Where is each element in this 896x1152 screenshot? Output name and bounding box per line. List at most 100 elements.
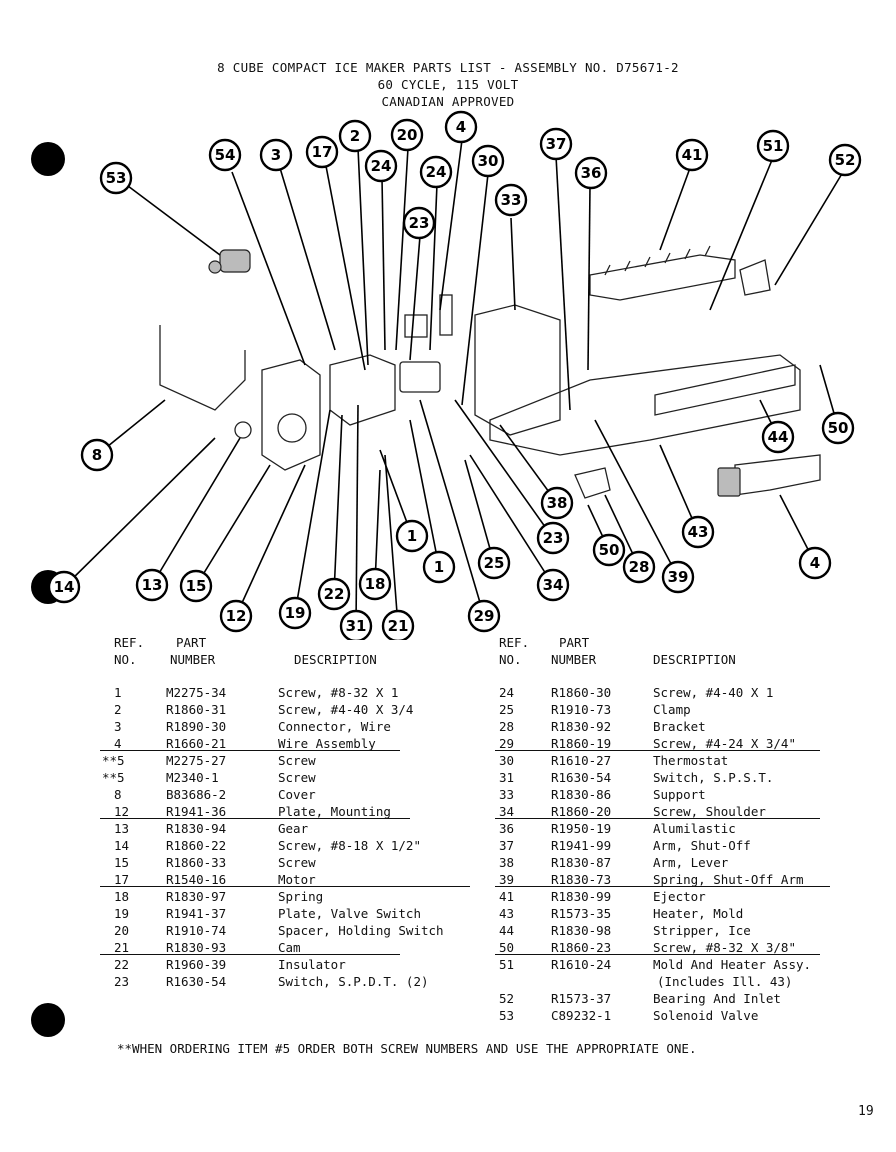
row-part-number: R1630-54 (166, 974, 227, 989)
row-part-number: M2275-27 (166, 753, 227, 768)
row-ref: 33 (499, 787, 515, 802)
right-rule-2 (495, 818, 820, 819)
right-header-part-line2: NUMBER (551, 652, 597, 667)
leader-17 (325, 165, 366, 371)
row-ref: 28 (499, 719, 515, 734)
row-part-number: R1830-94 (166, 821, 227, 836)
svg-text:29: 29 (474, 607, 495, 625)
row-ref: 12 (114, 804, 130, 819)
row-part-number: R1941-99 (551, 838, 612, 853)
row-ref: 24 (499, 685, 515, 700)
left-header-part-line2: NUMBER (170, 652, 216, 667)
row-description: Cover (278, 787, 316, 802)
leader-21 (384, 454, 399, 627)
svg-text:28: 28 (629, 558, 650, 576)
row-part-number: R1830-97 (166, 889, 227, 904)
svg-text:37: 37 (546, 135, 567, 153)
svg-text:14: 14 (54, 578, 75, 596)
svg-text:51: 51 (763, 137, 784, 155)
row-ref: 34 (499, 804, 515, 819)
svg-text:3: 3 (271, 146, 281, 164)
callout-50: 50 (821, 411, 855, 445)
row-ref: 52 (499, 991, 515, 1006)
svg-text:34: 34 (543, 576, 564, 594)
ejector-drawing (589, 254, 736, 301)
leader-34 (469, 454, 554, 586)
callout-39: 39 (661, 560, 695, 594)
leader-15 (195, 464, 271, 587)
row-description: Wire Assembly (278, 736, 376, 751)
row-description: Arm, Lever (653, 855, 729, 870)
svg-text:17: 17 (312, 143, 333, 161)
leader-30 (461, 173, 489, 406)
row-part-number: R1830-73 (551, 872, 612, 887)
leader-1b (409, 419, 440, 568)
row-part-number: R1960-39 (166, 957, 227, 972)
row-description: Cam (278, 940, 301, 955)
row-ref: 30 (499, 753, 515, 768)
leader-36 (587, 185, 591, 371)
row-part-number: R1830-92 (551, 719, 612, 734)
row-part-number: R1573-37 (551, 991, 612, 1006)
callout-51: 51 (756, 129, 790, 163)
row-description: Plate, Valve Switch (278, 906, 421, 921)
leader-14 (63, 437, 216, 588)
left-header-part-line1: PART (176, 635, 207, 650)
gear-drawing (277, 413, 307, 443)
right-header-ref-line1: REF. (499, 635, 530, 650)
left-header-ref: REF. NO. (114, 634, 144, 668)
row-ref: 18 (114, 889, 130, 904)
svg-text:4: 4 (810, 554, 820, 572)
leader-12 (235, 464, 306, 617)
row-description: Screw, #8-32 X 3/8" (653, 940, 796, 955)
callout-37: 37 (539, 127, 573, 161)
row-description: Screw, #8-18 X 1/2" (278, 838, 421, 853)
row-part-number: R1941-37 (166, 906, 227, 921)
row-part-number: C89232-1 (551, 1008, 612, 1023)
callout-31: 31 (339, 609, 373, 640)
row-part-number: R1830-86 (551, 787, 612, 802)
svg-text:39: 39 (668, 568, 689, 586)
svg-text:41: 41 (682, 146, 703, 164)
svg-text:21: 21 (388, 617, 409, 635)
callout-43: 43 (681, 515, 715, 549)
row-description: Bracket (653, 719, 706, 734)
svg-text:24: 24 (371, 157, 392, 175)
callout-23b: 23 (536, 521, 570, 555)
row-ref: **5 (102, 753, 125, 768)
row-part-number: R1860-31 (166, 702, 227, 717)
leader-37 (555, 155, 571, 411)
svg-text:2: 2 (350, 127, 360, 145)
svg-text:43: 43 (688, 523, 709, 541)
page-title: 8 CUBE COMPACT ICE MAKER PARTS LIST - AS… (217, 60, 679, 75)
row-part-number: R1860-20 (551, 804, 612, 819)
right-rule-4 (495, 954, 820, 955)
row-part-number: R1860-22 (166, 838, 227, 853)
row-ref: 39 (499, 872, 515, 887)
row-ref: 37 (499, 838, 515, 853)
left-header-part: PART NUMBER (170, 634, 215, 668)
callout-20: 20 (390, 118, 424, 152)
svg-text:31: 31 (346, 617, 367, 635)
row-part-number: R1660-21 (166, 736, 227, 751)
leader-29 (419, 399, 485, 617)
svg-text:1: 1 (407, 527, 417, 545)
right-header-part: PART NUMBER (551, 634, 596, 668)
row-description: (Includes Ill. 43) (657, 974, 793, 989)
svg-text:54: 54 (215, 146, 236, 164)
callout-54: 54 (208, 138, 242, 172)
row-part-number: R1910-73 (551, 702, 612, 717)
callout-21: 21 (381, 609, 415, 640)
row-description: Screw (278, 855, 316, 870)
row-ref: 13 (114, 821, 130, 836)
row-description: Screw, #8-32 X 1 (278, 685, 399, 700)
svg-text:18: 18 (365, 575, 386, 593)
row-part-number: R1610-27 (551, 753, 612, 768)
svg-text:22: 22 (324, 585, 345, 603)
svg-text:30: 30 (478, 152, 499, 170)
callout-29: 29 (467, 599, 501, 633)
callout-2: 2 (338, 119, 372, 153)
svg-text:36: 36 (581, 164, 602, 182)
row-description: Spacer, Holding Switch (278, 923, 444, 938)
page-number: 19 (858, 1104, 874, 1119)
